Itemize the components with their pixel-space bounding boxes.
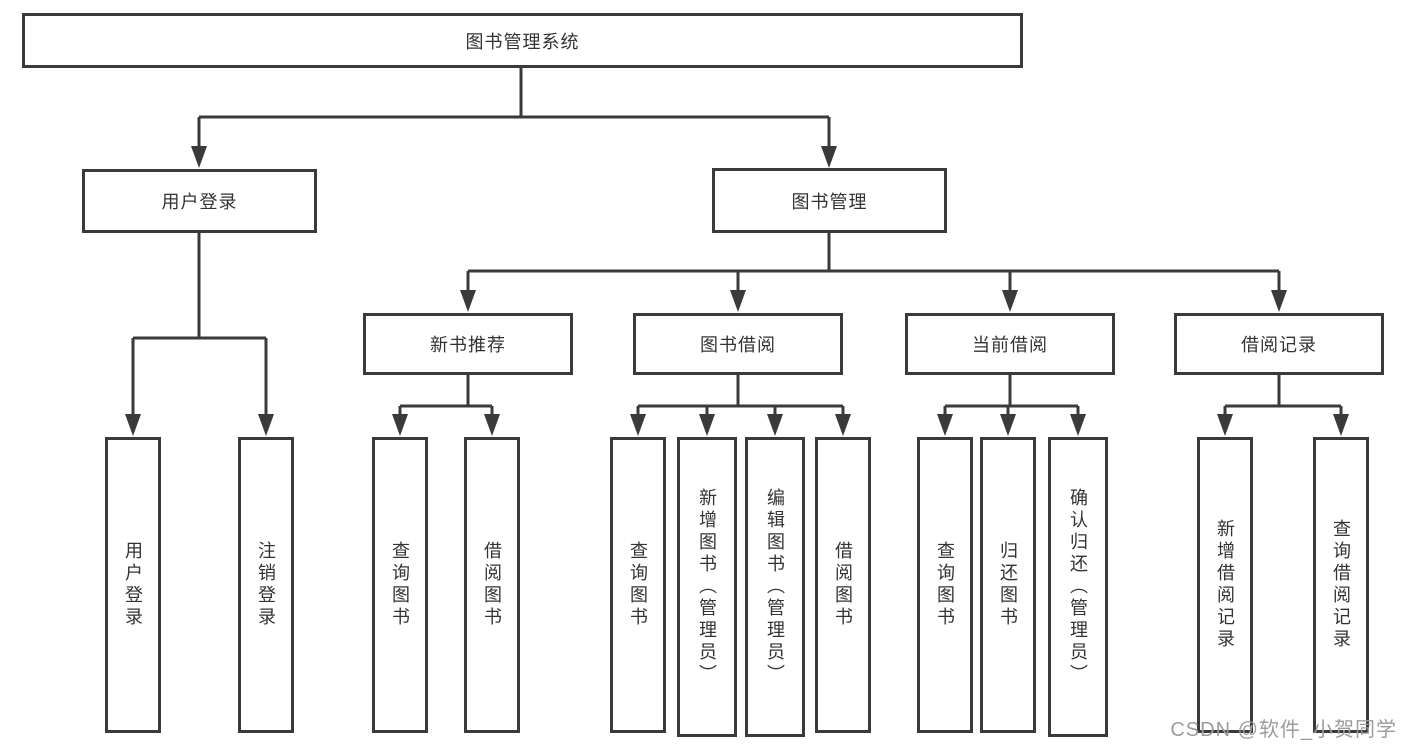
- leaf-query-books-borrowing: 查询图书: [610, 437, 666, 733]
- arrowhead-icon: [821, 146, 837, 168]
- leaf-query-books-current: 查询图书: [917, 437, 973, 733]
- leaf-logout-login: 注销登录: [238, 437, 294, 733]
- arrowhead-icon: [125, 414, 141, 436]
- leaf-add-borrow-record: 新增借阅记录: [1197, 437, 1253, 733]
- leaf-edit-books-admin: 编辑图书（管理员）: [745, 437, 805, 737]
- node-library-management-system: 图书管理系统: [22, 13, 1023, 68]
- leaf-return-books: 归还图书: [980, 437, 1036, 733]
- arrowheads: [125, 146, 1349, 436]
- arrowhead-icon: [630, 414, 646, 436]
- edge-borrow-record-children: [1223, 375, 1343, 416]
- node-book-management: 图书管理: [712, 168, 947, 233]
- arrowhead-icon: [484, 414, 500, 436]
- leaf-query-books-recommend: 查询图书: [372, 437, 428, 733]
- arrowhead-icon: [1000, 414, 1016, 436]
- leaf-borrow-books-recommend: 借阅图书: [464, 437, 520, 733]
- arrowhead-icon: [1271, 290, 1287, 312]
- node-user-login: 用户登录: [82, 169, 317, 233]
- node-borrowing-records: 借阅记录: [1174, 313, 1384, 375]
- leaf-query-borrow-record: 查询借阅记录: [1313, 437, 1369, 733]
- node-book-borrowing: 图书借阅: [633, 313, 843, 375]
- arrowhead-icon: [1217, 414, 1233, 436]
- node-new-book-recommendation: 新书推荐: [363, 313, 573, 375]
- arrowhead-icon: [1002, 290, 1018, 312]
- arrowhead-icon: [258, 414, 274, 436]
- arrowhead-icon: [392, 414, 408, 436]
- arrowhead-icon: [1333, 414, 1349, 436]
- arrowhead-icon: [835, 414, 851, 436]
- node-current-borrowing: 当前借阅: [905, 313, 1115, 375]
- arrowhead-icon: [1070, 414, 1086, 436]
- edge-book-mgmt-children: [466, 233, 1281, 292]
- edge-user-login-children: [131, 233, 268, 416]
- leaf-add-books-admin: 新增图书（管理员）: [677, 437, 737, 737]
- arrowhead-icon: [460, 290, 476, 312]
- edge-new-book-rec-children: [398, 375, 494, 416]
- arrowhead-icon: [937, 414, 953, 436]
- arrowhead-icon: [730, 290, 746, 312]
- leaf-borrow-books-borrowing: 借阅图书: [815, 437, 871, 733]
- edge-book-borrow-children: [636, 375, 845, 416]
- edge-root-to-level1: [197, 68, 831, 148]
- leaf-confirm-return-admin: 确认归还（管理员）: [1048, 437, 1108, 737]
- edge-current-borrow-children: [943, 375, 1080, 416]
- leaf-user-login: 用户登录: [105, 437, 161, 733]
- csdn-watermark: CSDN @软件_小贺同学: [1170, 719, 1397, 741]
- arrowhead-icon: [699, 414, 715, 436]
- arrowhead-icon: [767, 414, 783, 436]
- arrowhead-icon: [191, 146, 207, 168]
